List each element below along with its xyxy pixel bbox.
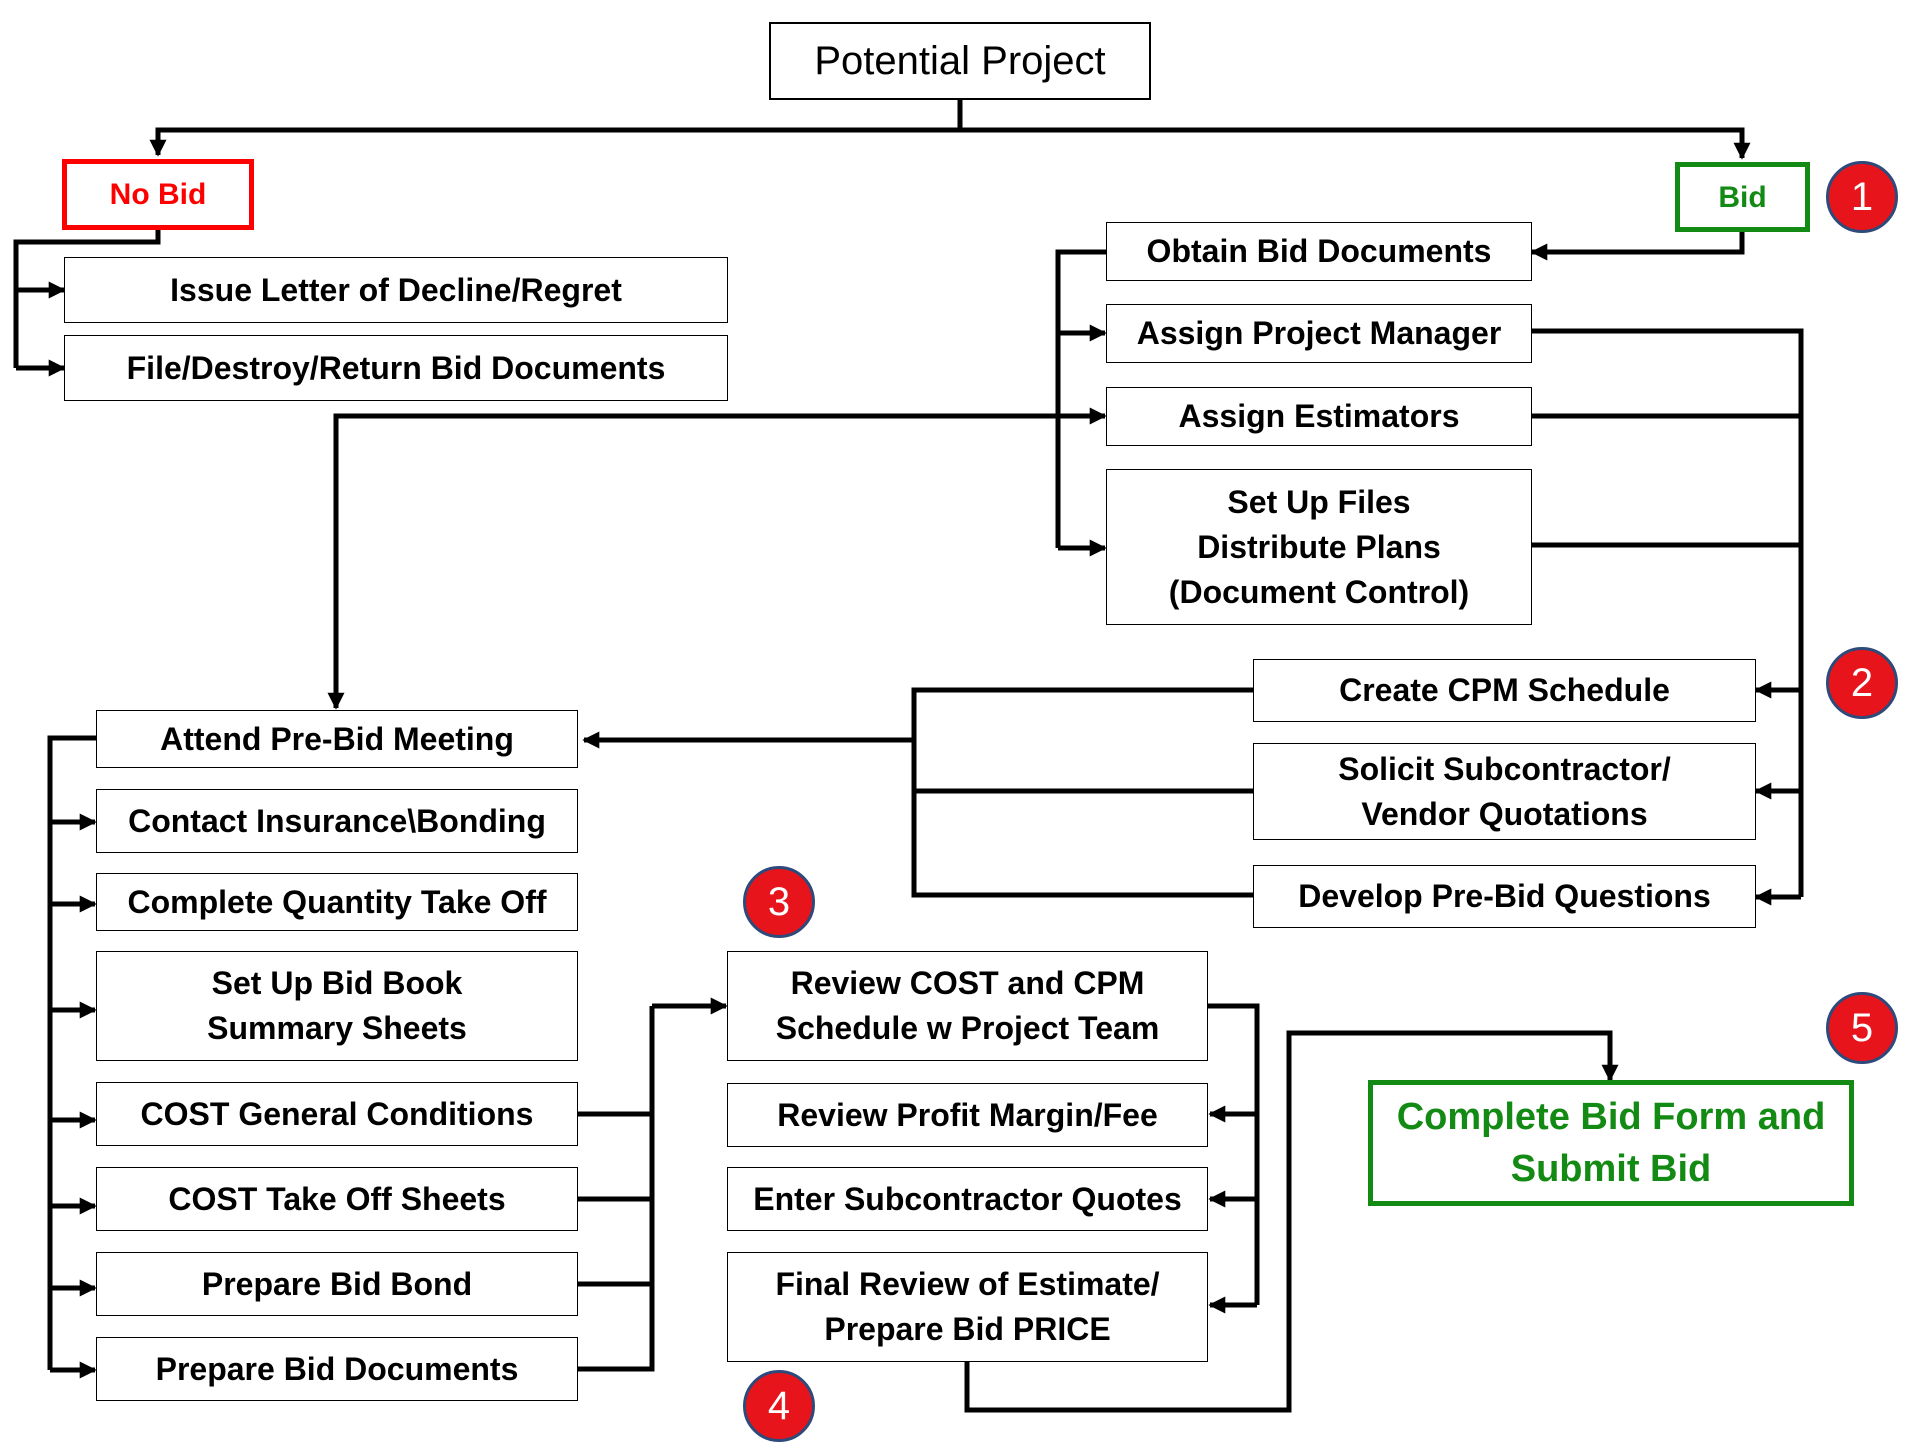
subcontractor-quotes-step: Enter Subcontractor Quotes <box>727 1167 1208 1231</box>
cpm-schedule-label: Create CPM Schedule <box>1339 672 1670 708</box>
step-badge-3-label: 3 <box>767 879 791 924</box>
file-documents-step: File/Destroy/Return Bid Documents <box>64 335 728 401</box>
potential-project-label: Potential Project <box>814 38 1106 83</box>
bid-bond-step: Prepare Bid Bond <box>96 1252 578 1316</box>
connector-final-to-submit <box>964 1030 1619 1413</box>
set-up-files-line2: Distribute Plans <box>1197 528 1441 565</box>
insurance-bonding-label: Contact Insurance\Bonding <box>128 802 546 839</box>
step-badge-2: 2 <box>1826 647 1898 719</box>
profit-margin-label: Review Profit Margin/Fee <box>777 1096 1158 1133</box>
bid-book-line2: Summary Sheets <box>207 1010 467 1046</box>
general-conditions-step: COST General Conditions <box>96 1082 578 1146</box>
potential-project-box: Potential Project <box>769 22 1151 100</box>
step-badge-5: 5 <box>1826 992 1898 1064</box>
review-cost-line1: Review COST and CPM <box>790 965 1145 1001</box>
submit-bid-line1: Complete Bid Form and <box>1396 1096 1826 1138</box>
bid-box: Bid <box>1675 162 1810 232</box>
solicit-line2: Vendor Quotations <box>1361 795 1648 832</box>
profit-margin-step: Review Profit Margin/Fee <box>727 1083 1208 1147</box>
obtain-documents-label: Obtain Bid Documents <box>1146 233 1492 269</box>
connector-project-to-nobid <box>149 100 963 157</box>
no-bid-label: No Bid <box>109 178 207 211</box>
quantity-takeoff-label: Complete Quantity Take Off <box>127 883 547 920</box>
issue-letter-label: Issue Letter of Decline/Regret <box>170 271 622 308</box>
submit-bid-line2: Submit Bid <box>1510 1148 1712 1190</box>
step-badge-5-label: 5 <box>1850 1005 1874 1050</box>
bid-bond-label: Prepare Bid Bond <box>201 1265 473 1302</box>
connector-right-bus <box>1530 328 1804 897</box>
pre-bid-questions-step: Develop Pre-Bid Questions <box>1253 865 1756 928</box>
issue-letter-step: Issue Letter of Decline/Regret <box>64 257 728 323</box>
assign-pm-label: Assign Project Manager <box>1136 315 1502 351</box>
pre-bid-meeting-label: Attend Pre-Bid Meeting <box>160 720 514 757</box>
final-review-line2: Prepare Bid PRICE <box>824 1311 1111 1347</box>
insurance-bonding-step: Contact Insurance\Bonding <box>96 789 578 853</box>
step-badge-1: 1 <box>1826 161 1898 233</box>
final-review-line1: Final Review of Estimate/ <box>775 1266 1160 1302</box>
file-documents-label: File/Destroy/Return Bid Documents <box>126 349 666 386</box>
assign-estimators-label: Assign Estimators <box>1178 398 1460 434</box>
review-cost-line2: Schedule w Project Team <box>775 1010 1160 1046</box>
solicit-line1: Solicit Subcontractor/ <box>1338 750 1671 787</box>
cpm-schedule-step: Create CPM Schedule <box>1253 659 1756 722</box>
quantity-takeoff-step: Complete Quantity Take Off <box>96 873 578 931</box>
assign-estimators-step: Assign Estimators <box>1106 387 1532 446</box>
set-up-files-line1: Set Up Files <box>1227 483 1411 520</box>
pre-bid-meeting-step: Attend Pre-Bid Meeting <box>96 710 578 768</box>
step-badge-1-label: 1 <box>1850 174 1874 219</box>
takeoff-sheets-step: COST Take Off Sheets <box>96 1167 578 1231</box>
connector-bid-spine <box>1055 249 1106 548</box>
submit-bid-box: Complete Bid Form and Submit Bid <box>1368 1080 1854 1206</box>
takeoff-sheets-label: COST Take Off Sheets <box>168 1180 506 1217</box>
set-up-files-line3: (Document Control) <box>1168 573 1470 610</box>
assign-pm-step: Assign Project Manager <box>1106 304 1532 363</box>
connector-review-spine <box>1208 1003 1260 1305</box>
connector-nobid-spine <box>13 230 161 368</box>
connector-project-to-bid <box>960 127 1751 160</box>
connector-costs-bus <box>578 1006 655 1372</box>
bid-book-line1: Set Up Bid Book <box>211 965 463 1001</box>
step-badge-2-label: 2 <box>1850 660 1874 705</box>
step-badge-4-label: 4 <box>767 1383 791 1428</box>
obtain-documents-step: Obtain Bid Documents <box>1106 222 1532 281</box>
bid-book-step: Set Up Bid Book Summary Sheets <box>96 951 578 1061</box>
step-badge-3: 3 <box>743 866 815 938</box>
review-cost-cpm-step: Review COST and CPM Schedule w Project T… <box>727 951 1208 1061</box>
pre-bid-questions-label: Develop Pre-Bid Questions <box>1298 878 1711 914</box>
bid-documents-step: Prepare Bid Documents <box>96 1337 578 1401</box>
connector-estimators-to-meeting <box>327 413 1058 710</box>
connector-bid-to-obtain <box>1530 232 1745 261</box>
final-review-step: Final Review of Estimate/ Prepare Bid PR… <box>727 1252 1208 1362</box>
solicit-quotations-step: Solicit Subcontractor/ Vendor Quotations <box>1253 743 1756 840</box>
connector-meeting-spine <box>47 735 97 1370</box>
bid-label: Bid <box>1718 180 1767 214</box>
bid-documents-label: Prepare Bid Documents <box>155 1350 519 1387</box>
step-badge-4: 4 <box>743 1370 815 1442</box>
no-bid-box: No Bid <box>62 159 254 230</box>
set-up-files-step: Set Up Files Distribute Plans (Document … <box>1106 469 1532 625</box>
subcontractor-quotes-label: Enter Subcontractor Quotes <box>753 1180 1182 1217</box>
general-conditions-label: COST General Conditions <box>140 1095 534 1132</box>
